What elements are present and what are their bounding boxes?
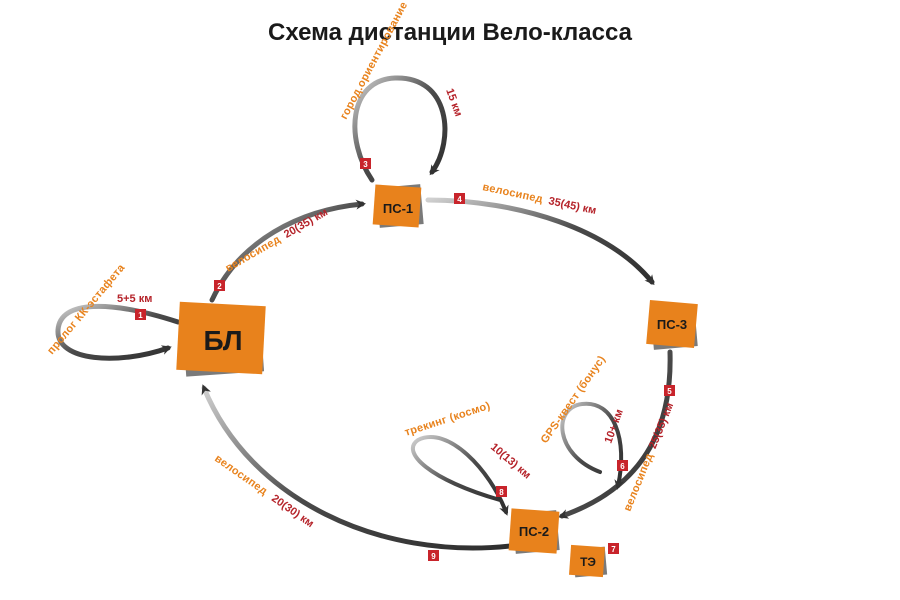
node-ps3-label: ПС-3 xyxy=(657,317,687,332)
label-segment-4-dist: 35(45) км xyxy=(547,195,597,217)
svg-text:велосипед35(45) км: велосипед35(45) км xyxy=(481,181,597,217)
arrow-segment-9 xyxy=(201,384,513,551)
node-ps1-label: ПС-1 xyxy=(383,201,413,216)
label-segment-9: велосипед20(30) км xyxy=(212,453,316,531)
badge-segment-3: 3 xyxy=(360,158,371,169)
badge-segment-9: 9 xyxy=(428,550,439,561)
svg-text:3: 3 xyxy=(363,160,368,169)
svg-text:велосипед20(35) км: велосипед20(35) км xyxy=(224,206,330,274)
label-segment-4: велосипед35(45) км xyxy=(481,181,597,217)
svg-text:4: 4 xyxy=(457,195,462,204)
node-bl-label: БЛ xyxy=(203,325,242,356)
node-te-box xyxy=(568,544,606,578)
node-ps1-box xyxy=(372,184,422,228)
svg-text:велосипед20(30) км: велосипед20(30) км xyxy=(212,453,316,531)
node-ps2-label: ПС-2 xyxy=(519,524,549,539)
label-segment-6-name: GPS-квест (бонус) xyxy=(539,354,609,446)
label-segment-9-name: велосипед xyxy=(212,453,269,498)
node-ps1: ПС-1 xyxy=(372,184,424,228)
diagram-title: Схема дистанции Вело-класса xyxy=(268,19,633,46)
label-segment-6: GPS-квест (бонус) xyxy=(539,354,609,446)
arrow-segment-3 xyxy=(352,75,448,183)
arrow-segment-8 xyxy=(410,435,509,516)
node-ps2: ПС-2 xyxy=(508,508,560,554)
badge-segment-1: 1 xyxy=(135,309,146,320)
node-te: ТЭ xyxy=(568,544,608,578)
badge-segment-5: 5 xyxy=(664,385,675,396)
svg-text:GPS-квест (бонус): GPS-квест (бонус) xyxy=(539,354,609,446)
node-bl: БЛ xyxy=(176,301,266,377)
label-segment-3-dist: 15 км xyxy=(443,87,464,118)
svg-text:велосипед25(35) км: велосипед25(35) км xyxy=(622,401,677,513)
badge-segment-4: 4 xyxy=(454,193,465,204)
arrow-segment-2 xyxy=(209,199,366,303)
svg-text:1: 1 xyxy=(138,311,143,320)
arrow-segment-6 xyxy=(560,401,625,490)
badge-segment-7: 7 xyxy=(608,543,619,554)
label-segment-8-dist: 10(13) км xyxy=(488,441,533,481)
node-ps3: ПС-3 xyxy=(646,299,698,350)
label-segment-2-name: велосипед xyxy=(224,233,283,274)
badge-segment-8: 8 xyxy=(496,486,507,497)
svg-text:8: 8 xyxy=(499,488,504,497)
label-segment-5-dist: 25(35) км xyxy=(647,401,676,450)
label-segment-1-dist: 5+5 км xyxy=(117,293,152,305)
svg-text:9: 9 xyxy=(431,552,436,561)
label-segment-8-name: трекинг (космо) xyxy=(403,400,492,439)
label-segment-2: велосипед20(35) км xyxy=(224,206,330,274)
badge-segment-6: 6 xyxy=(617,460,628,471)
badge-segment-2: 2 xyxy=(214,280,225,291)
svg-text:5: 5 xyxy=(667,387,672,396)
label-segment-5: велосипед25(35) км xyxy=(622,401,677,513)
node-ps2-box xyxy=(508,508,560,554)
label-segment-9-dist: 20(30) км xyxy=(269,492,316,530)
label-segment-8: трекинг (космо) xyxy=(403,400,492,439)
svg-text:2: 2 xyxy=(217,282,222,291)
svg-text:6: 6 xyxy=(620,462,625,471)
arrow-segment-4 xyxy=(425,197,655,286)
svg-text:7: 7 xyxy=(611,545,616,554)
svg-text:трекинг (космо): трекинг (космо) xyxy=(403,400,492,439)
node-bl-box xyxy=(176,301,266,375)
arrow-segment-1 xyxy=(55,303,181,361)
arrow-segment-5 xyxy=(558,349,673,519)
node-ps3-box xyxy=(646,299,698,349)
node-te-label: ТЭ xyxy=(580,555,596,569)
